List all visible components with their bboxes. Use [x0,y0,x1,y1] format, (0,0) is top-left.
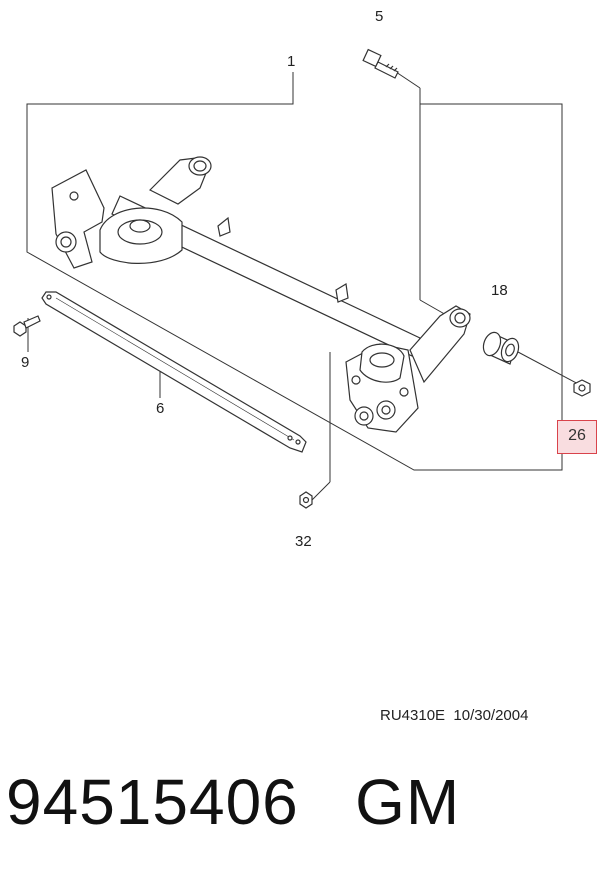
axle-beam-part [51,156,471,433]
lateral-rod-part [41,291,307,453]
doc-ref-date: 10/30/2004 [453,707,529,724]
bushing-part [482,331,520,365]
bolt-9-part [13,315,41,337]
nut-part [573,379,591,397]
callout-26: 26 [568,427,586,444]
part-footer: 94515406 GM [6,762,460,842]
part-number: 94515406 [6,766,299,838]
nut-32-part [299,491,313,509]
doc-ref-code: RU4310E [380,707,446,724]
callout-9: 9 [21,354,30,371]
callout-6: 6 [156,400,165,417]
leader-line-32-b [311,481,331,501]
document-reference: RU4310E 10/30/2004 [380,707,528,724]
exploded-parts-diagram [13,48,591,509]
brand-name: GM [355,766,461,838]
callout-1: 1 [287,53,296,70]
bolt-part [362,48,399,79]
assembly-frame-line [26,72,563,471]
callout-32: 32 [295,533,312,550]
leader-line-bushing [517,351,583,387]
callout-18: 18 [491,282,508,299]
callout-5: 5 [375,8,384,25]
callout-26-highlight: 26 [557,420,597,454]
